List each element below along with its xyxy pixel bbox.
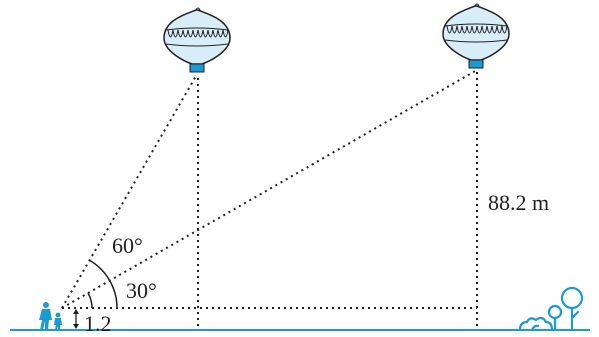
sight-line-30 — [61, 69, 478, 309]
trees-icon — [518, 286, 584, 332]
hot-air-balloon-icon — [442, 3, 510, 69]
angle-arcs — [87, 259, 118, 309]
angle-30-label: 30° — [126, 278, 157, 303]
construction-lines — [61, 69, 478, 330]
people-icon — [39, 302, 62, 330]
sight-line-60 — [61, 75, 197, 309]
hot-air-balloon-icon — [163, 7, 231, 73]
arc-30 — [87, 292, 93, 309]
balloon-left — [163, 7, 231, 73]
height-label: 88.2 m — [488, 190, 549, 215]
angle-60-label: 60° — [112, 233, 143, 258]
balloon-right — [442, 3, 510, 69]
eye-height-label: 1.2 — [84, 311, 112, 336]
arc-60 — [88, 259, 118, 309]
eye-height-arrow — [73, 309, 79, 329]
